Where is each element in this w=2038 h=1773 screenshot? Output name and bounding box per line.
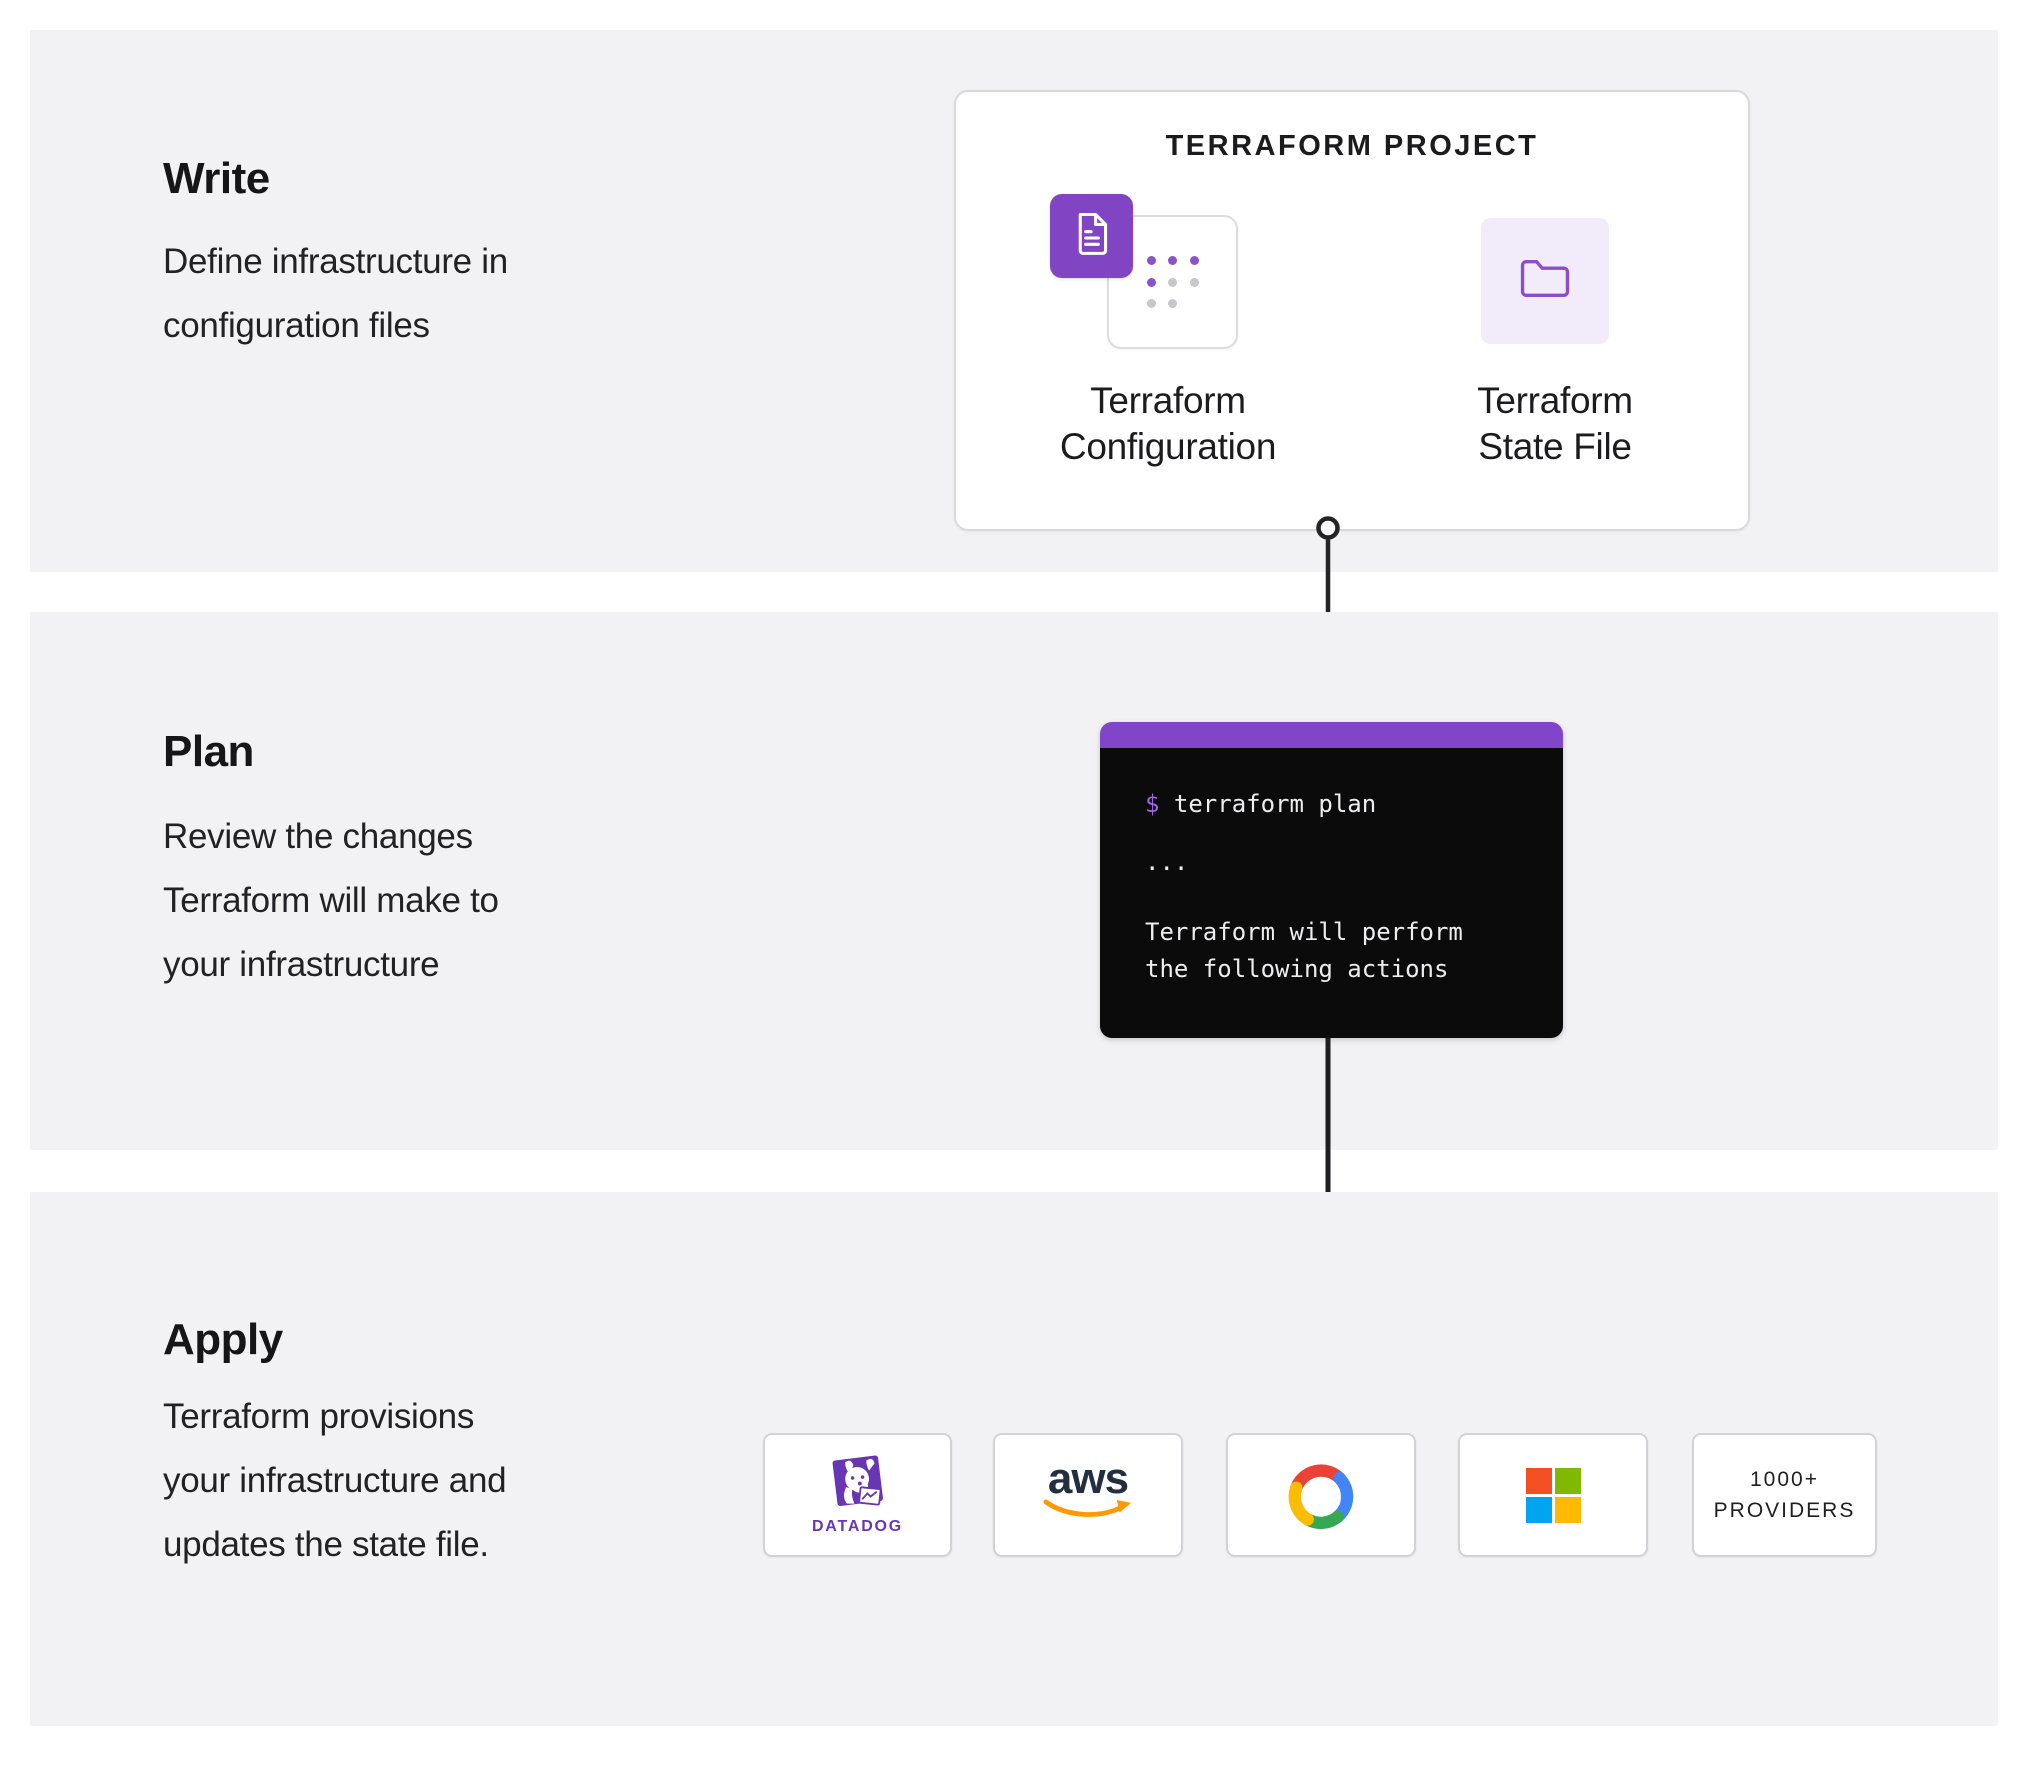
state-file-tile <box>1481 218 1609 344</box>
write-stage-description: Define infrastructure in configuration f… <box>163 230 508 358</box>
more-providers-label: 1000+ PROVIDERS <box>1714 1464 1856 1526</box>
plan-desc-line-2: Terraform will make to <box>163 881 499 920</box>
aws-smile-arrow-icon <box>1042 1498 1134 1528</box>
provider-card-datadog: DATADOG <box>763 1433 952 1557</box>
plan-desc-line-1: Review the changes <box>163 817 473 856</box>
plan-stage-description: Review the changes Terraform will make t… <box>163 805 499 997</box>
microsoft-square-blue <box>1525 1496 1552 1523</box>
config-dot-gray <box>1168 299 1177 308</box>
terraform-plan-terminal: $ terraform plan ... Terraform will perf… <box>1100 722 1563 1038</box>
terminal-prompt: $ <box>1145 790 1160 818</box>
microsoft-square-yellow <box>1554 1496 1581 1523</box>
microsoft-square-red <box>1525 1467 1552 1494</box>
more-providers-line-1: 1000+ <box>1750 1468 1819 1491</box>
config-dot-none <box>1190 299 1199 308</box>
terminal-output-line-2: the following actions <box>1145 955 1449 983</box>
folder-icon <box>1516 254 1574 308</box>
config-dot-gray <box>1189 277 1199 287</box>
provider-card-microsoft <box>1458 1433 1648 1557</box>
datadog-wordmark: DATADOG <box>811 1517 904 1535</box>
terminal-output-line-1: Terraform will perform <box>1145 918 1463 946</box>
terraform-configuration-label: Terraform Configuration <box>1003 378 1333 470</box>
terminal-title-bar <box>1100 722 1563 748</box>
config-dot-purple <box>1146 277 1156 287</box>
terraform-state-file-label: Terraform State File <box>1390 378 1720 470</box>
terminal-ellipsis: ... <box>1145 848 1189 876</box>
apply-stage-description: Terraform provisions your infrastructure… <box>163 1385 507 1577</box>
terraform-project-title: TERRAFORM PROJECT <box>1165 130 1539 162</box>
configuration-label-line-1: Terraform <box>1090 380 1246 421</box>
provider-card-aws: aws <box>993 1433 1183 1557</box>
apply-desc-line-1: Terraform provisions <box>163 1397 475 1436</box>
aws-wordmark: aws <box>1047 1454 1129 1503</box>
config-dot-purple <box>1189 256 1199 265</box>
apply-desc-line-2: your infrastructure and <box>163 1461 507 1500</box>
terraform-project-card: TERRAFORM PROJECT Terraform Config <box>954 90 1750 531</box>
terminal-body: $ terraform plan ... Terraform will perf… <box>1100 748 1563 1038</box>
write-stage-title: Write <box>163 154 270 203</box>
microsoft-icon <box>1525 1467 1581 1523</box>
plan-section-panel <box>30 612 1998 1150</box>
state-file-label-line-2: State File <box>1478 426 1632 467</box>
write-desc-line-2: configuration files <box>163 306 430 345</box>
apply-desc-line-3: updates the state file. <box>163 1525 489 1564</box>
state-file-label-line-1: Terraform <box>1477 380 1633 421</box>
provider-card-1000-plus: 1000+ PROVIDERS <box>1692 1433 1877 1557</box>
terminal-command: terraform plan <box>1173 790 1377 818</box>
config-dot-gray <box>1168 277 1177 287</box>
write-desc-line-1: Define infrastructure in <box>163 242 508 281</box>
configuration-label-line-2: Configuration <box>1059 426 1277 467</box>
config-dot-purple <box>1146 256 1156 265</box>
config-dot-purple <box>1168 256 1177 265</box>
document-icon <box>1072 210 1112 262</box>
microsoft-square-green <box>1554 1467 1581 1494</box>
provider-card-google-cloud <box>1226 1433 1416 1557</box>
config-dot-gray <box>1146 299 1156 308</box>
more-providers-line-2: PROVIDERS <box>1713 1499 1856 1522</box>
datadog-icon <box>825 1455 891 1517</box>
plan-desc-line-3: your infrastructure <box>163 945 440 984</box>
plan-stage-title: Plan <box>163 727 254 776</box>
configuration-file-tile <box>1050 194 1133 278</box>
terminal-command-line: $ terraform plan <box>1145 790 1376 818</box>
google-cloud-icon <box>1277 1456 1365 1535</box>
config-dots-grid <box>1146 256 1199 308</box>
apply-stage-title: Apply <box>163 1315 283 1364</box>
